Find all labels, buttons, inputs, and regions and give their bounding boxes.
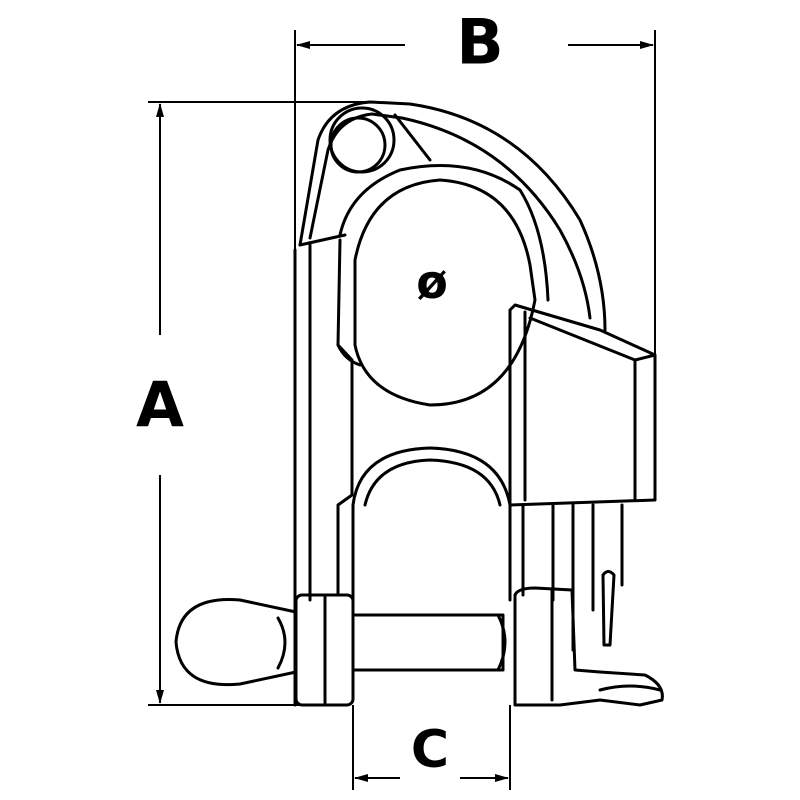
shackle-outline — [174, 100, 664, 707]
dimension-b — [294, 30, 656, 705]
label-a: A — [136, 369, 184, 442]
label-diameter: ø — [416, 255, 448, 309]
dimension-c — [352, 705, 511, 790]
label-b: B — [456, 6, 503, 79]
label-c: C — [411, 720, 449, 780]
dimension-a — [148, 101, 380, 706]
